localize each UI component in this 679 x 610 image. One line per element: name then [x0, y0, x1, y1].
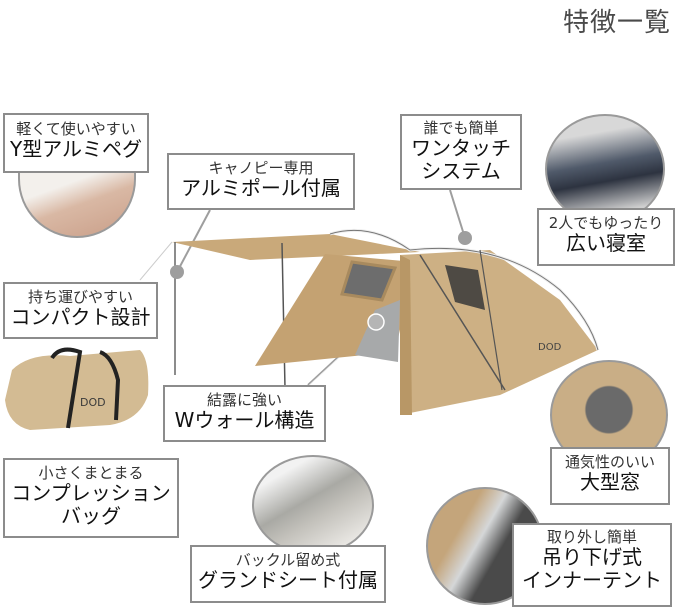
feature-label-window: 通気性のいい 大型窓 [550, 447, 670, 505]
feature-label-pole: キャノピー専用 アルミポール付属 [167, 153, 355, 210]
svg-text:DOD: DOD [538, 342, 562, 353]
feature-label-bag: 小さくまとまる コンプレッション バッグ [3, 458, 179, 538]
feature-label-compact: 持ち運びやすい コンパクト設計 [3, 282, 158, 339]
groundsheet-photo [252, 455, 374, 555]
page-title: 特徴一覧 [562, 8, 671, 38]
feature-label-peg: 軽くて使いやすい Y型アルミペグ [3, 113, 149, 173]
feature-label-groundsheet: バックル留め式 グランドシート付属 [190, 545, 386, 603]
feature-label-inner: 取り外し簡単 吊り下げ式 インナーテント [512, 523, 672, 607]
feature-label-onetouch: 誰でも簡単 ワンタッチ システム [400, 114, 522, 190]
feature-label-wwall: 結露に強い Wウォール構造 [163, 385, 326, 442]
feature-label-room: 2人でもゆったり 広い寝室 [537, 208, 675, 266]
svg-text:DOD: DOD [80, 396, 106, 409]
